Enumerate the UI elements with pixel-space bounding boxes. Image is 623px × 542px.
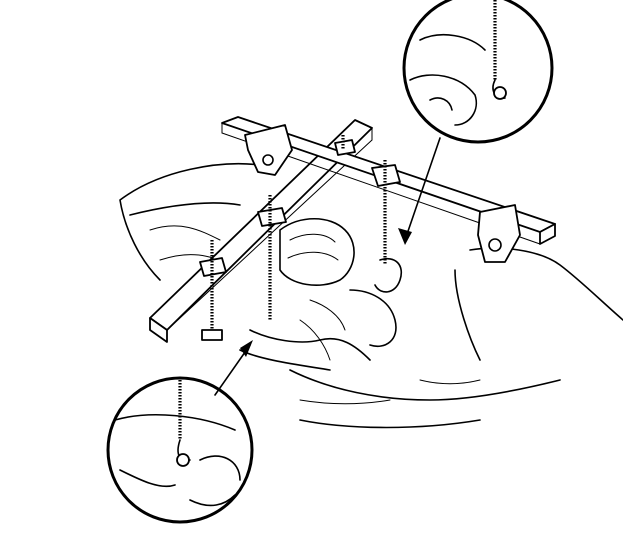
arrowhead-upper xyxy=(398,228,412,245)
right-mount-bracket xyxy=(477,204,521,263)
threaded-rods xyxy=(201,135,387,341)
detail-callout-lower xyxy=(106,340,254,524)
detail-callout-upper xyxy=(398,0,554,245)
left-mount-bracket xyxy=(244,124,293,176)
rod-foot xyxy=(201,329,223,341)
arrow-upper xyxy=(404,137,441,241)
arrowhead-lower xyxy=(240,340,253,357)
